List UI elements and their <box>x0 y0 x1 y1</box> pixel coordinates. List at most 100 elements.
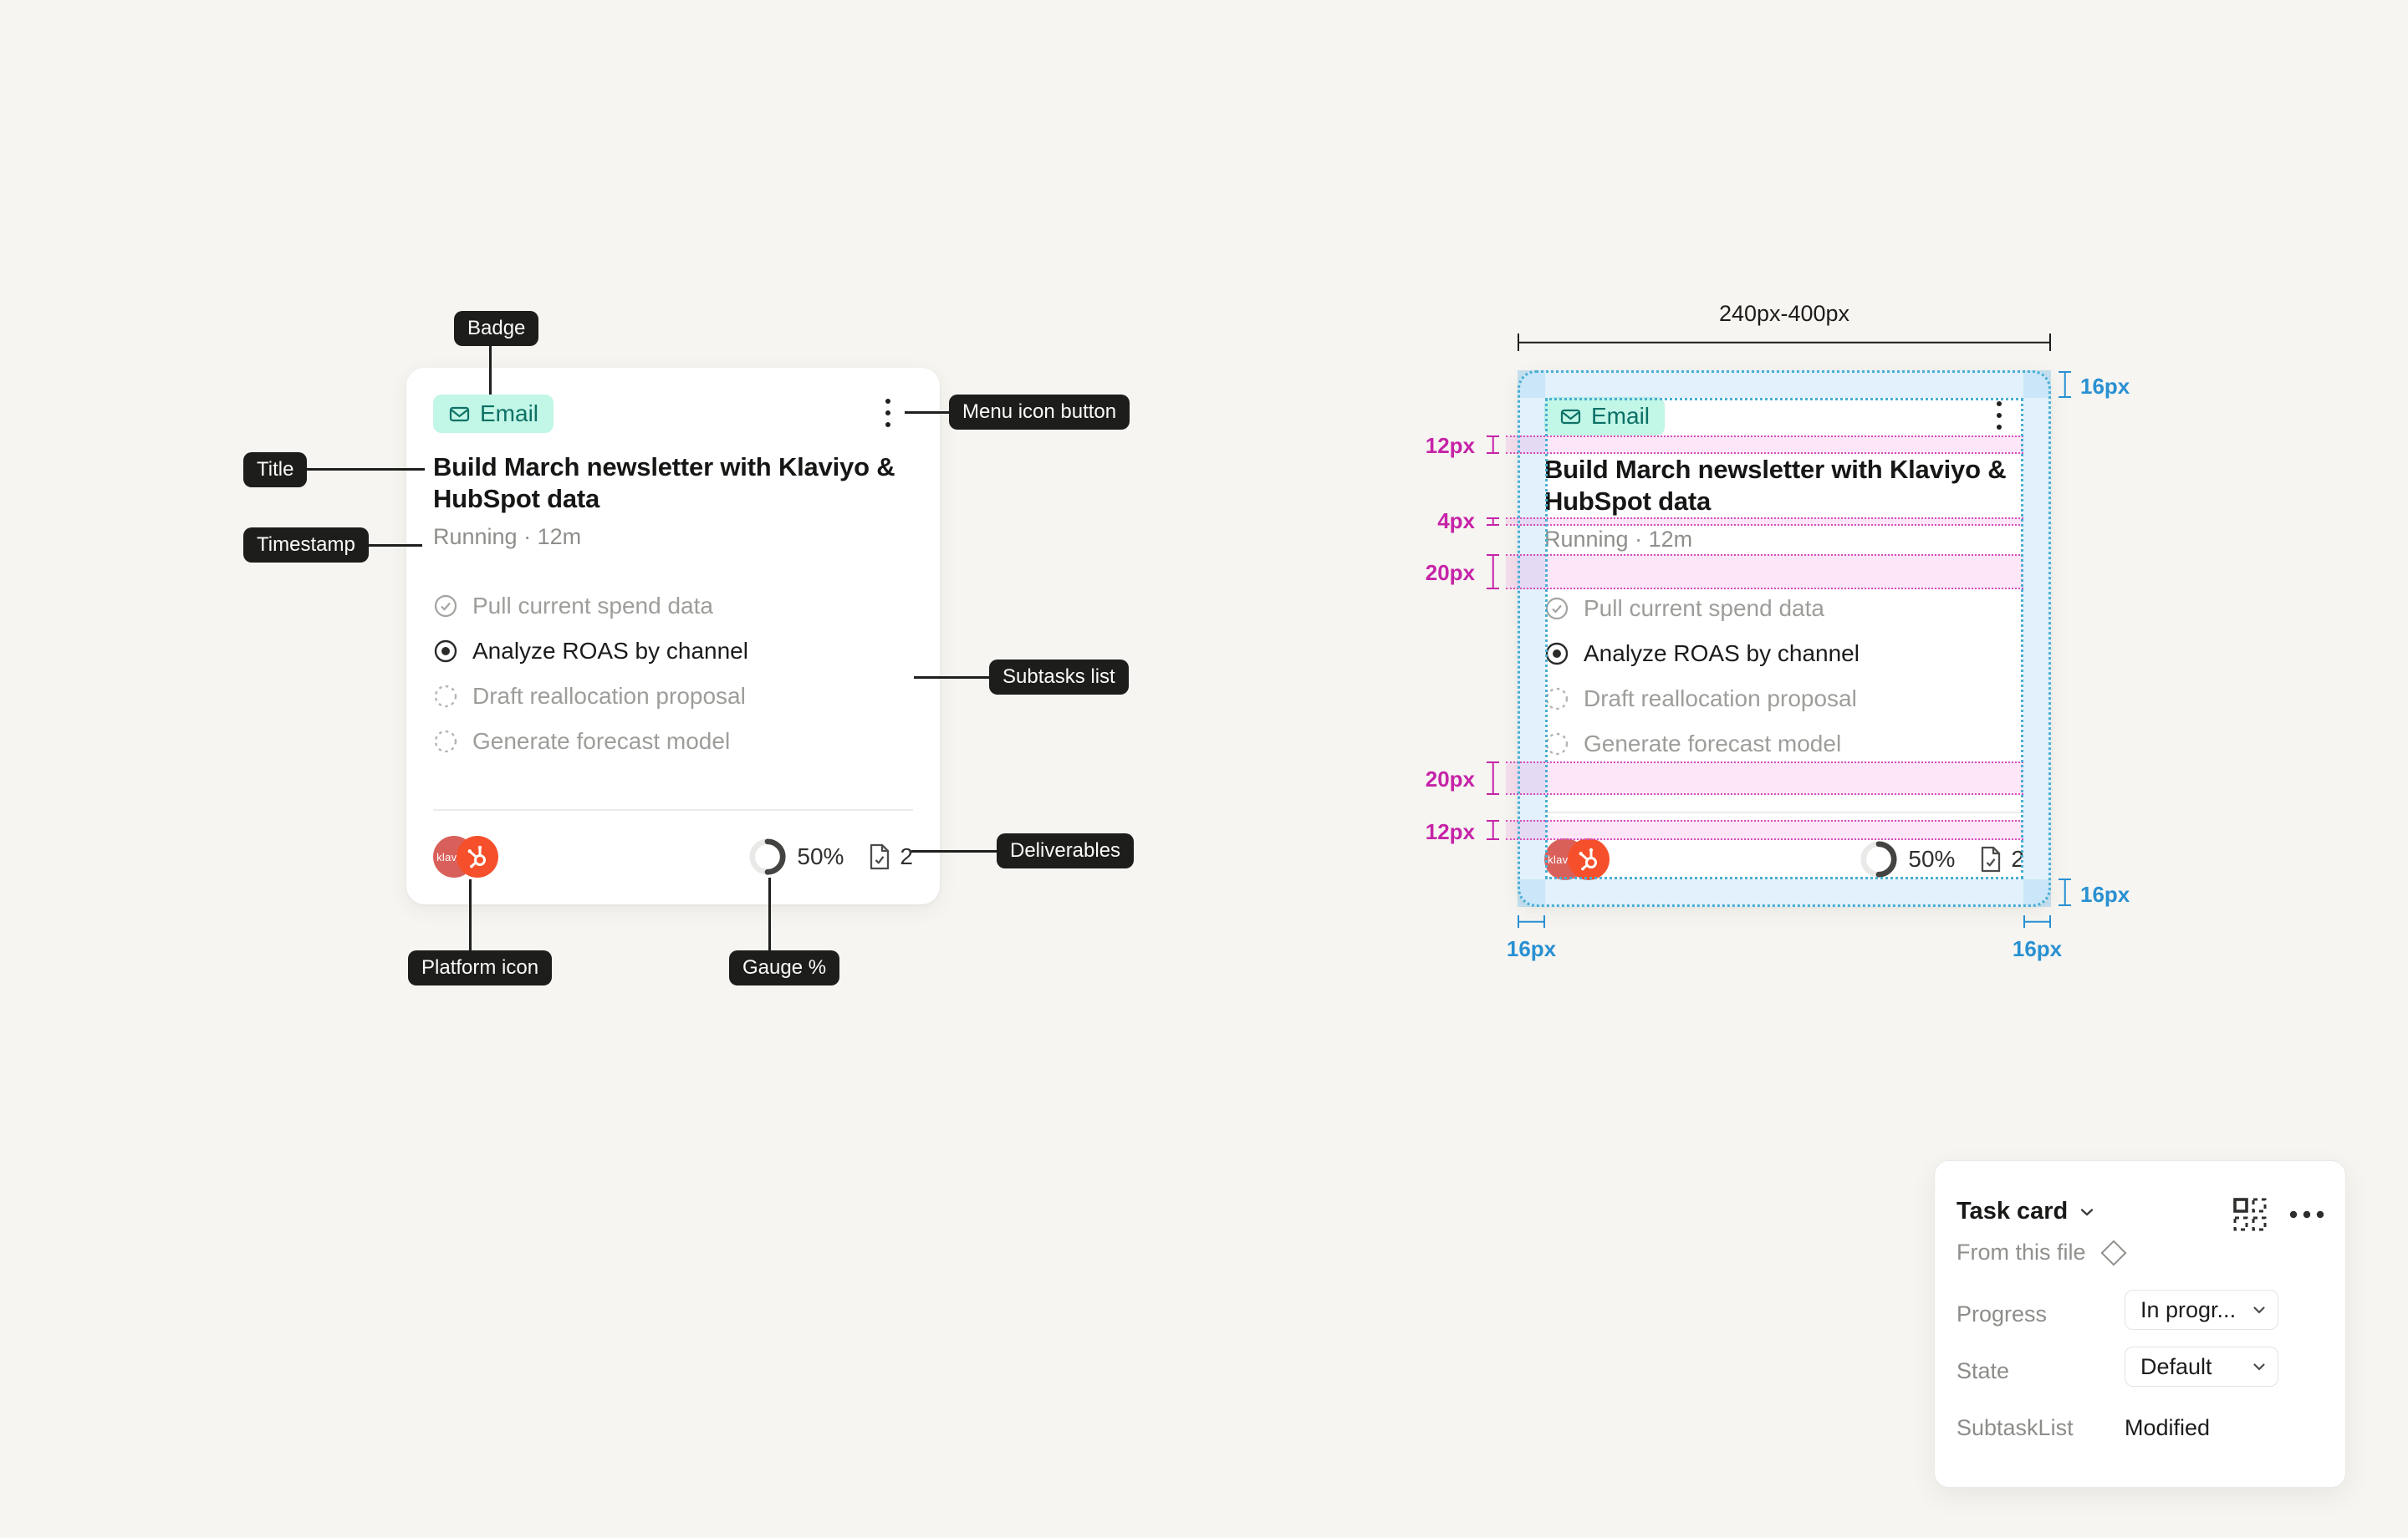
padding-overlay-right <box>2023 370 2051 907</box>
gauge-icon <box>748 838 787 876</box>
gap-overlay <box>1506 517 2023 526</box>
annotation-deliverables: Deliverables <box>997 833 1135 868</box>
panel-title-dropdown[interactable]: Task card <box>1956 1198 2094 1225</box>
menu-icon-button <box>1981 395 2018 435</box>
annotation-timestamp: Timestamp <box>243 527 369 563</box>
metrics-group: 50% 2 <box>748 838 913 876</box>
properties-panel: Task card From this file Progress In pro… <box>1934 1160 2346 1488</box>
source-row: From this file <box>1956 1239 2127 1266</box>
annotation-menu: Menu icon button <box>949 395 1130 430</box>
padding-measure <box>2059 878 2071 906</box>
subtask-row[interactable]: Pull current spend data <box>433 587 713 625</box>
subtask-row[interactable]: Analyze ROAS by channel <box>433 632 748 670</box>
channel-badge: Email <box>1544 397 1666 435</box>
padding-overlay-top <box>1518 370 2051 398</box>
deliverables-doc-icon <box>1978 845 2003 873</box>
component-diamond-icon <box>2099 1239 2127 1266</box>
envelope-icon <box>1559 405 1582 428</box>
annotation-platform: Platform icon <box>408 950 553 985</box>
padding-label: 16px <box>2080 882 2130 907</box>
deliverables-count: 2 <box>900 843 913 869</box>
gauge-percent: 50% <box>797 843 844 869</box>
width-ruler <box>1518 334 2051 351</box>
divider <box>1544 812 2024 813</box>
prop-label-subtasklist: SubtaskList <box>1956 1415 2074 1440</box>
card-footer: klaviyo 50% <box>433 836 913 878</box>
dashed-circle-icon <box>433 684 458 709</box>
gap-measure <box>1487 820 1499 840</box>
check-circle-icon <box>1544 596 1569 621</box>
chevron-down-icon <box>2252 1362 2266 1371</box>
platform-icons: klaviyo <box>1544 838 1610 880</box>
platform-icons: klaviyo <box>433 836 498 878</box>
gap-label: 20px <box>1425 560 1475 585</box>
card-footer: klaviyo 50% <box>1544 838 2024 880</box>
dashed-circle-icon <box>1544 686 1569 711</box>
deliverables-doc-icon <box>867 843 892 871</box>
gap-label: 20px <box>1425 766 1475 792</box>
connector-line <box>489 346 492 395</box>
progress-dropdown[interactable]: In progr... <box>2125 1290 2278 1330</box>
subtask-row[interactable]: Generate forecast model <box>433 722 730 761</box>
channel-badge: Email <box>433 395 554 433</box>
subtask-row: Analyze ROAS by channel <box>1544 634 1860 673</box>
badge-label: Email <box>1591 403 1650 429</box>
annotation-badge: Badge <box>454 311 539 346</box>
annotation-title: Title <box>243 452 308 487</box>
radio-dot-icon <box>433 639 458 664</box>
chevron-down-icon <box>2079 1207 2094 1217</box>
subtask-row[interactable]: Draft reallocation proposal <box>433 677 746 716</box>
padding-label: 16px <box>1506 936 1557 961</box>
subtask-row: Pull current spend data <box>1544 589 1824 628</box>
gauge-percent: 50% <box>1908 846 1956 872</box>
padding-overlay-bottom <box>1518 879 2051 907</box>
connector-line <box>358 544 422 547</box>
gap-measure <box>1487 554 1499 589</box>
gap-overlay <box>1506 820 2023 840</box>
metrics-group: 50% 2 <box>1860 840 2024 878</box>
connector-line <box>905 411 949 414</box>
padding-measure <box>2023 915 2051 928</box>
annotation-gauge: Gauge % <box>729 950 840 985</box>
more-options-icon[interactable] <box>2288 1210 2325 1220</box>
gauge-icon <box>1860 840 1898 878</box>
component-instance-icon[interactable] <box>2230 1194 2270 1235</box>
padding-label: 16px <box>2012 936 2063 961</box>
gap-measure <box>1487 435 1499 454</box>
subtask-row: Generate forecast model <box>1544 725 1841 763</box>
gap-label: 12px <box>1425 819 1475 844</box>
width-range-label: 240px-400px <box>1718 301 1850 326</box>
connector-line <box>911 850 997 853</box>
chevron-down-icon <box>2252 1306 2266 1314</box>
task-timestamp: Running · 12m <box>1544 527 1693 552</box>
envelope-icon <box>448 403 471 425</box>
subtasklist-value: Modified <box>2125 1415 2211 1440</box>
task-card-spec: Email Build March newsletter with Klaviy… <box>1506 370 2051 907</box>
prop-label-state: State <box>1956 1358 2010 1383</box>
gap-label: 12px <box>1425 433 1475 458</box>
padding-overlay-left <box>1518 370 1545 907</box>
dashed-circle-icon <box>433 729 458 754</box>
deliverables-count: 2 <box>2011 846 2024 872</box>
gap-overlay <box>1506 554 2023 589</box>
state-dropdown[interactable]: Default <box>2125 1347 2278 1387</box>
connector-line <box>469 879 472 950</box>
subtask-row: Draft reallocation proposal <box>1544 680 1857 718</box>
task-card-preview[interactable]: Email Build March newsletter with Klaviy… <box>406 368 940 904</box>
connector-line <box>768 878 771 950</box>
task-timestamp: Running · 12m <box>433 524 582 549</box>
connector-line <box>298 468 425 471</box>
menu-icon-button[interactable] <box>870 393 906 433</box>
hubspot-icon <box>457 836 498 878</box>
gap-label: 4px <box>1437 508 1475 533</box>
dashed-circle-icon <box>1544 731 1569 756</box>
check-circle-icon <box>433 593 458 619</box>
padding-measure <box>2059 371 2071 398</box>
task-title: Build March newsletter with Klaviyo & Hu… <box>1544 455 2007 516</box>
padding-measure <box>1518 915 1545 928</box>
badge-label: Email <box>480 400 539 426</box>
task-title: Build March newsletter with Klaviyo & Hu… <box>433 452 895 513</box>
prop-label-progress: Progress <box>1956 1301 2048 1327</box>
gap-overlay <box>1506 761 2023 795</box>
gap-measure <box>1487 517 1499 526</box>
